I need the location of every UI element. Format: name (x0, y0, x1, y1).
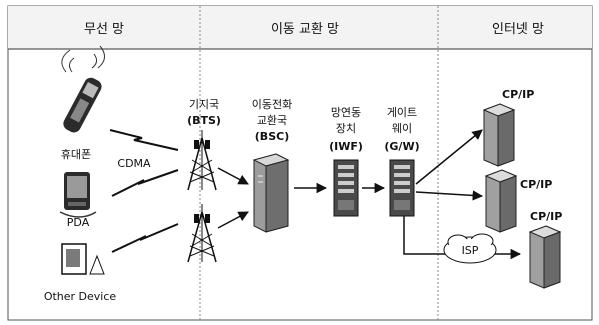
cpip-label-2: CP/IP (520, 178, 552, 191)
cdma-label: CDMA (117, 157, 151, 170)
bsc-label-line2: 교환국 (257, 114, 287, 127)
isp-label: ISP (462, 244, 479, 257)
cpip-server-icon (484, 104, 514, 166)
bts-label-line2: (BTS) (187, 114, 221, 127)
iwf-server-icon (334, 160, 358, 216)
phone-label: 휴대폰 (61, 148, 91, 161)
iwf-label-line2: 장치 (336, 122, 356, 135)
iwf-label-line1: 망연동 (331, 106, 361, 119)
bsc-label-line1: 이동전화 (252, 98, 292, 111)
section-title-wireless: 무선 망 (84, 22, 124, 37)
cpip-label-1: CP/IP (502, 88, 534, 101)
cpip-server-icon (486, 170, 516, 232)
bts-label-line1: 기지국 (189, 98, 219, 111)
other-device-label: Other Device (44, 290, 117, 303)
bsc-label-line3: (BSC) (255, 130, 289, 143)
gw-label-line1: 게이트 (387, 106, 417, 119)
gateway-server-icon (390, 160, 414, 216)
bsc-server-icon (254, 154, 288, 232)
section-title-internet: 인터넷 망 (492, 22, 544, 37)
cpip-server-icon (530, 226, 560, 288)
gw-label-line2: 웨이 (392, 122, 412, 135)
section-title-mobile-exchange: 이동 교환 망 (271, 22, 339, 37)
cpip-label-3: CP/IP (530, 210, 562, 223)
gw-label-line3: (G/W) (384, 140, 419, 153)
pda-label: PDA (67, 216, 90, 229)
iwf-label-line3: (IWF) (329, 140, 363, 153)
